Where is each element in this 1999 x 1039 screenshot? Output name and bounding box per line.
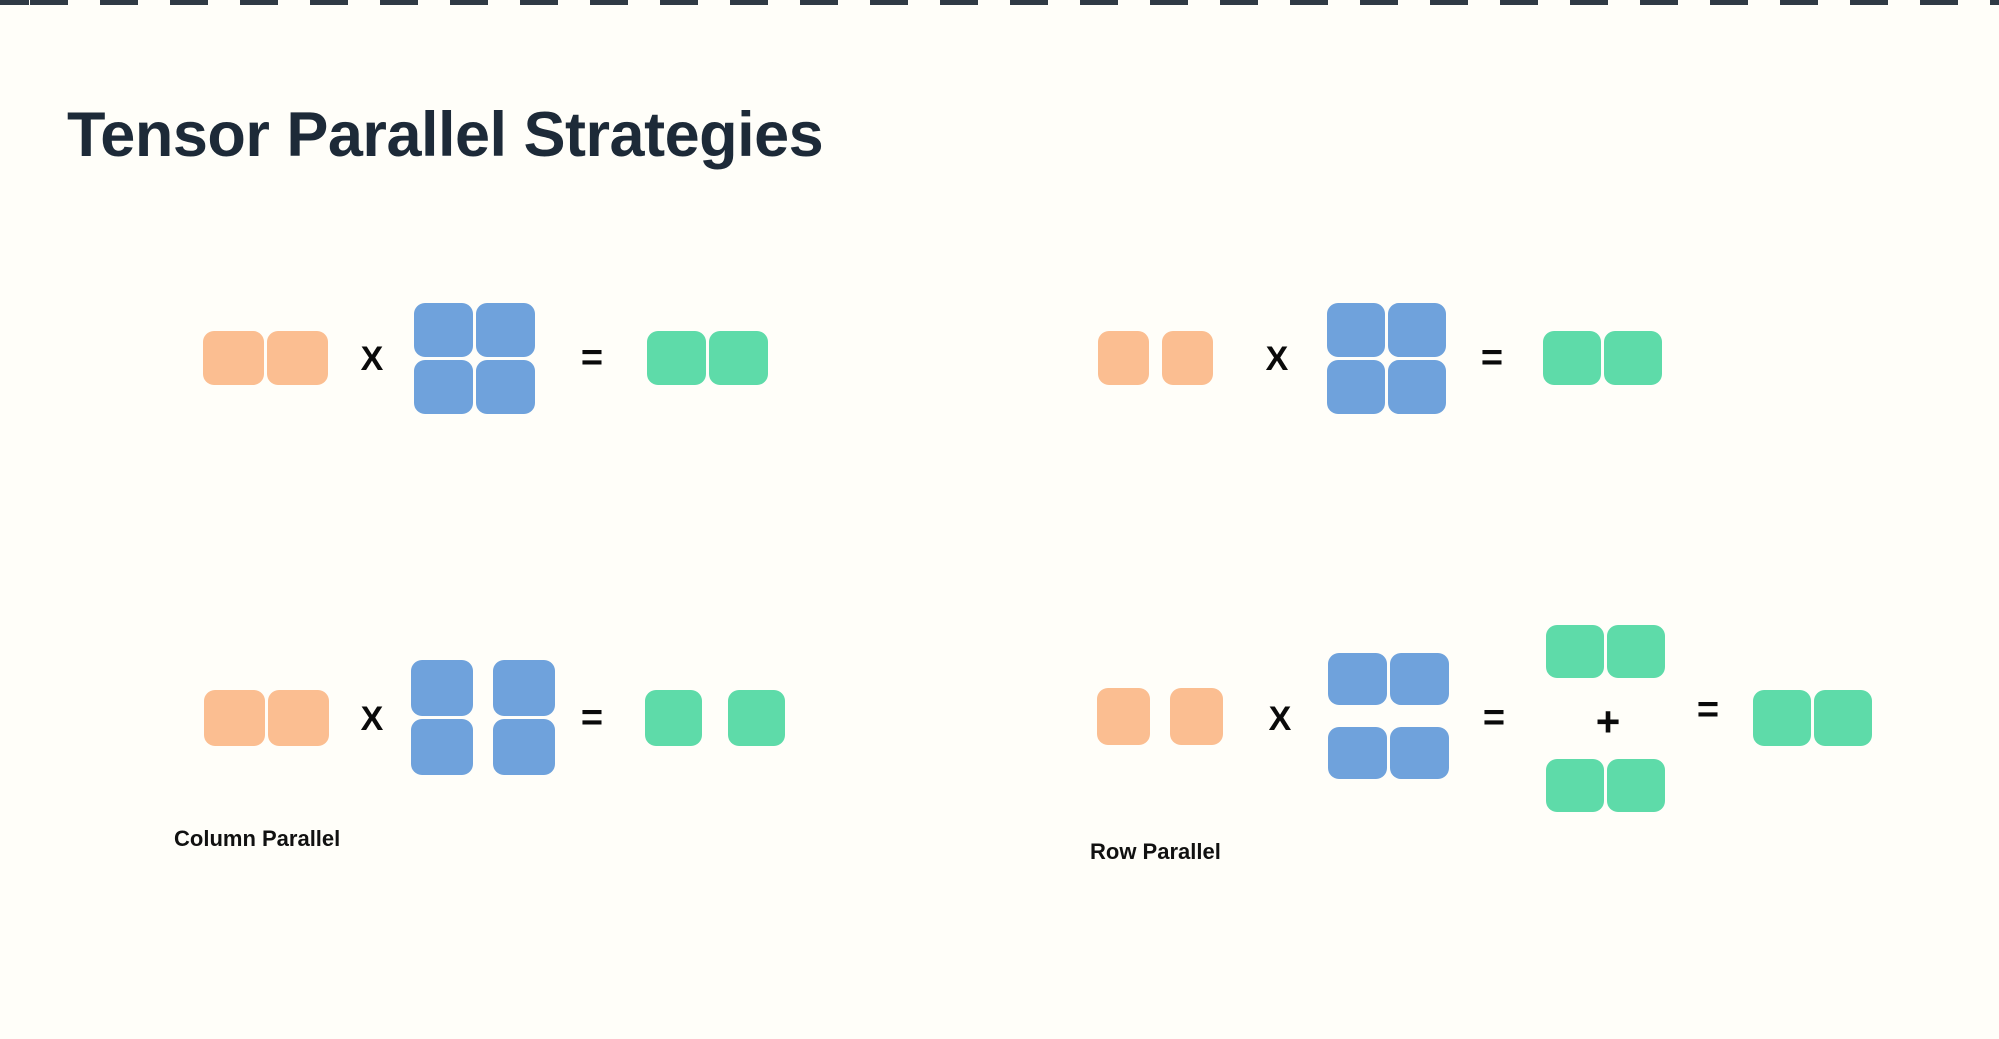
page-title: Tensor Parallel Strategies — [67, 100, 824, 171]
blue-block — [411, 719, 473, 775]
plus-operator: + — [1595, 698, 1621, 745]
green-block — [1753, 690, 1811, 746]
blue-block — [1390, 727, 1449, 779]
green-block — [645, 690, 702, 746]
blue-block — [1388, 360, 1446, 414]
orange-block — [203, 331, 264, 385]
multiply-operator: X — [1265, 340, 1289, 378]
green-block — [1546, 759, 1604, 812]
multiply-operator: X — [360, 340, 384, 378]
orange-block — [1097, 688, 1150, 745]
green-block — [1607, 759, 1665, 812]
blue-block — [1327, 303, 1385, 357]
equals-operator-2: = — [1696, 689, 1720, 731]
orange-block — [1162, 331, 1213, 385]
row-parallel-label: Row Parallel — [1090, 839, 1221, 864]
equals-operator: = — [580, 337, 604, 379]
blue-block — [493, 719, 555, 775]
green-block — [1814, 690, 1872, 746]
green-block — [728, 690, 785, 746]
blue-block — [1328, 727, 1387, 779]
equals-operator: = — [1482, 697, 1506, 739]
orange-block — [268, 690, 329, 746]
blue-block — [1328, 653, 1387, 705]
orange-block — [1170, 688, 1223, 745]
blue-block — [476, 360, 535, 414]
equals-operator: = — [580, 697, 604, 739]
blue-block — [493, 660, 555, 716]
orange-block — [267, 331, 328, 385]
column-parallel-label: Column Parallel — [174, 826, 341, 851]
green-block — [1543, 331, 1601, 385]
blue-block — [476, 303, 535, 357]
blue-block — [1390, 653, 1449, 705]
green-block — [1604, 331, 1662, 385]
blue-block — [414, 360, 473, 414]
equals-operator: = — [1480, 337, 1504, 379]
green-block — [1546, 625, 1604, 678]
green-block — [1607, 625, 1665, 678]
blue-block — [411, 660, 473, 716]
multiply-operator: X — [1268, 700, 1292, 738]
orange-block — [204, 690, 265, 746]
blue-block — [1388, 303, 1446, 357]
top-dashed-border — [0, 0, 1999, 5]
multiply-operator: X — [360, 700, 384, 738]
orange-block — [1098, 331, 1149, 385]
blue-block — [414, 303, 473, 357]
green-block — [647, 331, 706, 385]
green-block — [709, 331, 768, 385]
blue-block — [1327, 360, 1385, 414]
